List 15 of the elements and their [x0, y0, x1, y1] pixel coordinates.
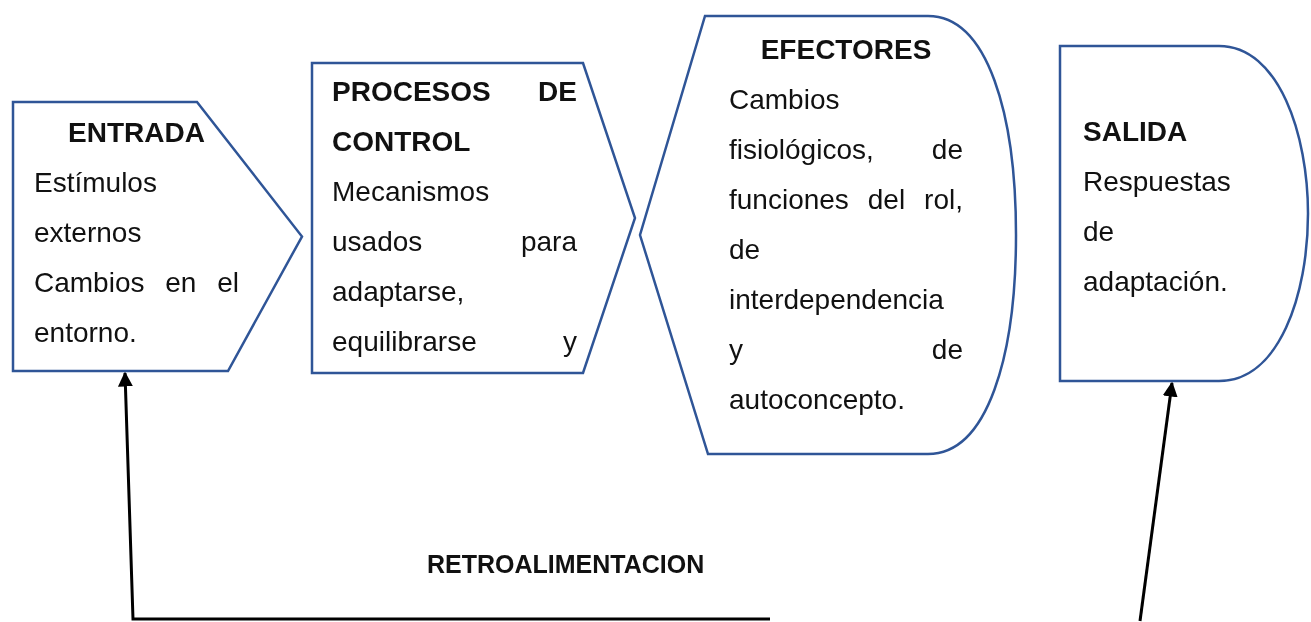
- node-description: Mecanismos usados para adaptarse, equilibrarse y: [332, 175, 577, 359]
- notched-rounded-box: [638, 15, 1018, 455]
- node-description: Respuestas de adaptación.: [1083, 165, 1232, 299]
- half-round-box: [1059, 45, 1310, 382]
- feedback-arrow: [1138, 381, 1178, 622]
- feedback-label: RETROALIMENTACION: [427, 550, 705, 579]
- node-heading: PROCESOS DE CONTROL: [332, 75, 577, 159]
- node-description: Cambios fisiológicos, de funciones del rol, de interdependencia y de autoconcepto.: [729, 83, 963, 417]
- chevron-box: [311, 62, 637, 374]
- node-description: Estímulos externos Cambios en el entorno.: [34, 166, 239, 350]
- node-heading: EFECTORES: [759, 33, 933, 67]
- feedback-arrow: [117, 371, 770, 621]
- pentagon-arrow-box: [12, 101, 303, 372]
- node-heading: SALIDA: [1083, 115, 1189, 149]
- node-heading: ENTRADA: [67, 116, 206, 150]
